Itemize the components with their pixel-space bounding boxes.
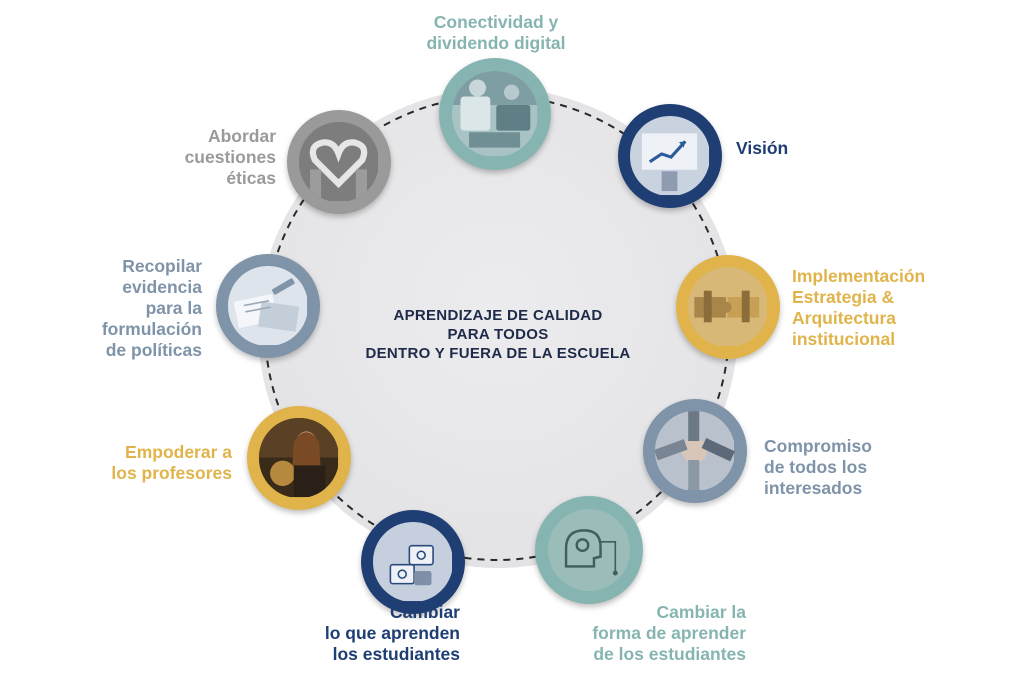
label-conectividad: Conectividad y dividendo digital <box>426 12 566 53</box>
node-conectividad <box>439 58 551 170</box>
node-cambiar-que <box>361 510 465 614</box>
node-abordar <box>287 110 391 214</box>
people-devices-icon <box>452 71 538 157</box>
teacher-globe-icon <box>259 418 339 498</box>
growth-chart-icon <box>630 116 710 196</box>
node-recopilar <box>216 254 320 358</box>
node-compromiso <box>643 399 747 503</box>
heart-hands-icon <box>299 122 379 202</box>
question-blocks-icon <box>373 522 453 602</box>
label-empoderar: Empoderar a los profesores <box>111 442 232 483</box>
node-implementacion <box>676 255 780 359</box>
node-vision <box>618 104 722 208</box>
node-empoderar <box>247 406 351 510</box>
joined-hands-icon <box>655 411 735 491</box>
label-recopilar: Recopilar evidencia para la formulación … <box>101 256 202 360</box>
label-cambiar-forma: Cambiar la forma de aprender de los estu… <box>592 602 746 664</box>
brain-circuit-icon <box>547 508 631 592</box>
center-title-line-2: PARA TODOS <box>447 326 549 343</box>
documents-desk-icon <box>228 266 308 346</box>
puzzle-pieces-icon <box>688 267 768 347</box>
label-cambiar-que: Cambiar lo que aprenden los estudiantes <box>324 602 460 664</box>
center-title: APRENDIZAJE DE CALIDAD PARA TODOS DENTRO… <box>300 306 696 363</box>
label-abordar: Abordar cuestiones éticas <box>184 126 276 188</box>
label-compromiso: Compromiso de todos los interesados <box>764 436 872 498</box>
label-vision: Visión <box>736 138 789 158</box>
center-title-line-1: APRENDIZAJE DE CALIDAD <box>393 307 603 324</box>
label-implementacion: Implementación Estrategia & Arquitectura… <box>792 266 926 349</box>
center-title-line-3: DENTRO Y FUERA DE LA ESCUELA <box>365 345 631 362</box>
node-cambiar-forma <box>535 496 643 604</box>
